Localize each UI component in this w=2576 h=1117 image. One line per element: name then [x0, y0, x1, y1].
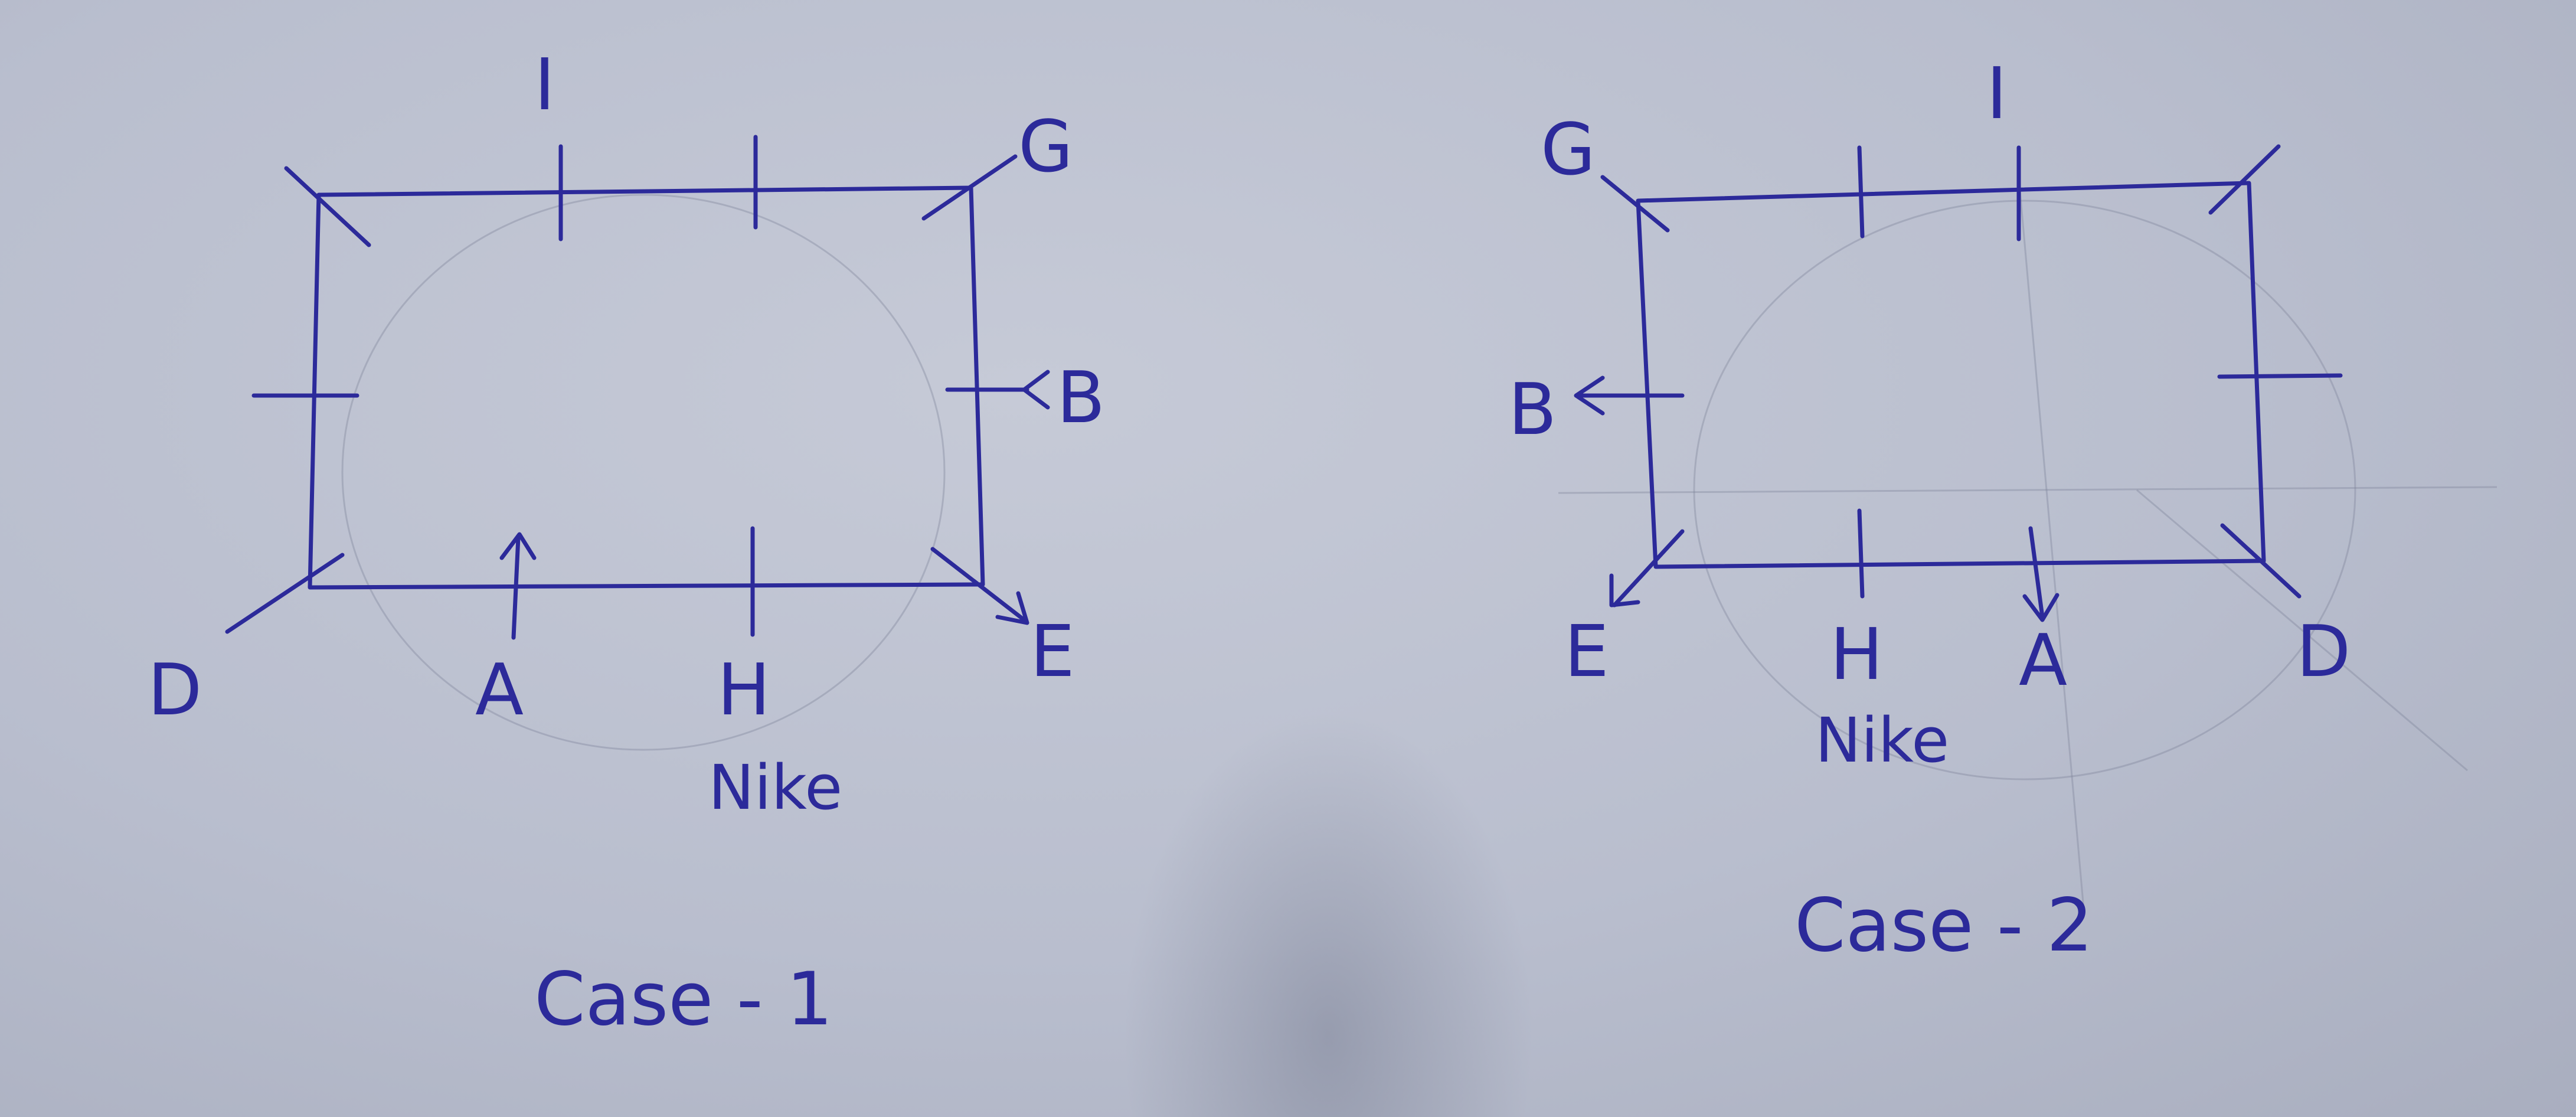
case-1-corner-top-left: [284, 166, 371, 247]
case-2-table-rectangle: [1636, 181, 2266, 569]
case-2-label-top-left-corner: G: [1541, 109, 1596, 191]
case-2-left-arrow: [1574, 375, 1605, 416]
case-1-table-rectangle: [308, 185, 985, 590]
case-2-diagram: [1558, 144, 2497, 910]
case-2-label-bottom-right: A: [2019, 620, 2067, 702]
case-2-label-under-h: Nike: [1815, 704, 1949, 776]
case-2-right-tick: [2217, 373, 2343, 379]
case-2-corner-bottom-right: [2220, 523, 2302, 599]
case-1-label-bottom-right-corner: E: [1030, 611, 1075, 693]
case-2-arrow-down: [2022, 593, 2060, 622]
case-2-top-tick-1: [1857, 145, 1865, 239]
case-2-corner-top-left: [1600, 175, 1670, 233]
case-2-pencil-line-2: [1558, 486, 2497, 494]
case-2-label-bottom-right-corner: D: [2296, 611, 2351, 693]
case-2-corner-arrow-bottom-left: [1609, 573, 1640, 608]
hand-shadow: [1122, 708, 1535, 1117]
case-2-label-bottom-middle: H: [1830, 614, 1883, 696]
case-2-pencil-line-1: [2018, 177, 2085, 910]
case-1-caption: Case - 1: [534, 957, 833, 1042]
case-2-caption: Case - 2: [1794, 883, 2093, 968]
case-1-label-bottom-left-corner: D: [148, 649, 202, 731]
case-2-bottom-tick-a: [2028, 526, 2045, 619]
case-1-label-top: I: [534, 44, 555, 126]
case-2-label-top: I: [1986, 53, 2007, 135]
case-2-bottom-tick-h: [1857, 508, 1865, 599]
case-2-corner-top-right: [2208, 144, 2281, 215]
case-2-label-left: B: [1508, 369, 1557, 451]
case-1-right-arrow: [1022, 370, 1050, 410]
case-1-corner-top-right: [921, 154, 1018, 221]
case-2-label-bottom-left-corner: E: [1564, 611, 1609, 693]
case-1-label-bottom-left: A: [475, 649, 524, 731]
case-2-corner-bottom-left: [1612, 529, 1685, 608]
case-1-corner-bottom-right: [930, 547, 1027, 622]
case-1-bottom-tick-a: [511, 535, 521, 640]
case-1-label-top-right: G: [1018, 106, 1073, 188]
case-2-pencil-line-3: [2136, 489, 2468, 772]
case-1-label-under-h: Nike: [708, 752, 842, 824]
case-2-pencil-circle: [1693, 200, 2356, 780]
case-1-diagram: [225, 135, 1050, 751]
case-1-label-right: B: [1057, 357, 1105, 439]
case-1-label-bottom-middle: H: [717, 649, 770, 731]
case-1-arrow-up: [499, 532, 537, 560]
case-1-corner-bottom-left: [225, 553, 345, 634]
case-1-pencil-circle: [341, 194, 946, 751]
case-1-corner-arrow-bottom-right: [995, 591, 1029, 625]
